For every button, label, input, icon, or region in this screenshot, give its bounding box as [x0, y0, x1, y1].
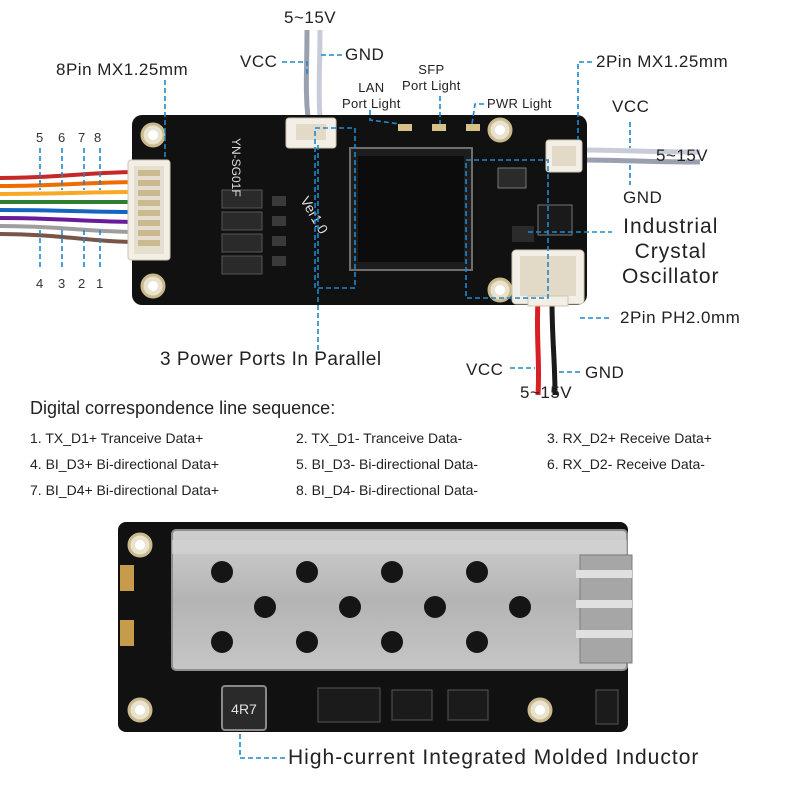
sfp-light-label: SFP Port Light — [402, 62, 461, 94]
lan-light-line1: LAN — [358, 80, 385, 95]
legend-item: 8. BI_D4- Bi-directional Data- — [296, 482, 479, 498]
leader-lines — [39, 54, 631, 759]
crystal-line1: Industrial — [623, 215, 719, 238]
main-chip — [349, 147, 473, 271]
right-gnd-label: GND — [623, 188, 663, 207]
top-power-connector — [285, 117, 337, 149]
bottom-vcc-label: VCC — [466, 360, 504, 379]
power-ports-label: 3 Power Ports In Parallel — [160, 349, 382, 370]
ph-power-connector — [511, 249, 585, 307]
right-side-components — [497, 167, 573, 242]
sfp-cage-holes — [211, 561, 531, 653]
top-power-wires — [303, 29, 323, 119]
pwr-led — [466, 124, 480, 131]
legend-item: 2. TX_D1- Tranceive Data- — [296, 430, 463, 446]
lan-light-label: LAN Port Light — [342, 80, 401, 112]
sfp-led — [432, 124, 446, 131]
right-vcc-label: VCC — [612, 97, 650, 116]
molded-inductor: 4R7 — [221, 685, 267, 731]
two-pin-ph-label: 2Pin PH2.0mm — [620, 308, 741, 327]
legend-item: 6. RX_D2- Receive Data- — [547, 456, 705, 472]
lan-light-line2: Port Light — [342, 96, 401, 111]
pin-number: 4 — [36, 276, 44, 291]
ribbon-cable — [0, 170, 141, 244]
top-vcc-label: VCC — [240, 52, 278, 71]
board-model-text: YN-SG01F — [229, 138, 243, 197]
legend-title: Digital correspondence line sequence: — [30, 398, 336, 418]
right-power-connector — [545, 139, 583, 173]
right-power-wires — [579, 147, 701, 165]
two-pin-mx-label: 2Pin MX1.25mm — [596, 52, 729, 71]
pin-number: 1 — [96, 276, 104, 291]
crystal-line3: Oscillator — [622, 265, 720, 288]
top-voltage-label: 5~15V — [284, 8, 337, 27]
right-voltage-label: 5~15V — [656, 146, 709, 165]
crystal-line2: Crystal — [634, 240, 707, 263]
inductor-label: High-current Integrated Molded Inductor — [288, 746, 700, 769]
legend-item: 3. RX_D2+ Receive Data+ — [547, 430, 712, 446]
legend-item: 1. TX_D1+ Tranceive Data+ — [30, 430, 204, 446]
sfp-cage — [171, 529, 633, 671]
pin-number: 2 — [78, 276, 86, 291]
legend-item: 7. BI_D4+ Bi-directional Data+ — [30, 482, 220, 498]
lan-led — [398, 124, 412, 131]
bottom-voltage-label: 5~15V — [520, 383, 573, 402]
legend-item: 4. BI_D3+ Bi-directional Data+ — [30, 456, 220, 472]
magnetics-block — [221, 189, 286, 275]
eight-pin-connector — [127, 159, 171, 261]
top-gnd-label: GND — [345, 45, 385, 64]
crystal-oscillator-label: Industrial Crystal Oscillator — [622, 214, 720, 289]
sfp-light-line1: SFP — [418, 62, 445, 77]
pin-number: 6 — [58, 130, 66, 145]
bottom-gnd-label: GND — [585, 363, 625, 382]
pin-number: 8 — [94, 130, 102, 145]
bottom-board-components — [317, 687, 619, 725]
pin-number: 5 — [36, 130, 44, 145]
eight-pin-connector-label: 8Pin MX1.25mm — [56, 60, 189, 79]
legend-item: 5. BI_D3- Bi-directional Data- — [296, 456, 479, 472]
pin-number: 3 — [58, 276, 66, 291]
sfp-light-line2: Port Light — [402, 78, 461, 93]
bottom-power-wires — [534, 299, 558, 396]
pwr-light-label: PWR Light — [487, 96, 552, 111]
pin-number: 7 — [78, 130, 86, 145]
inductor-marking: 4R7 — [231, 701, 257, 717]
